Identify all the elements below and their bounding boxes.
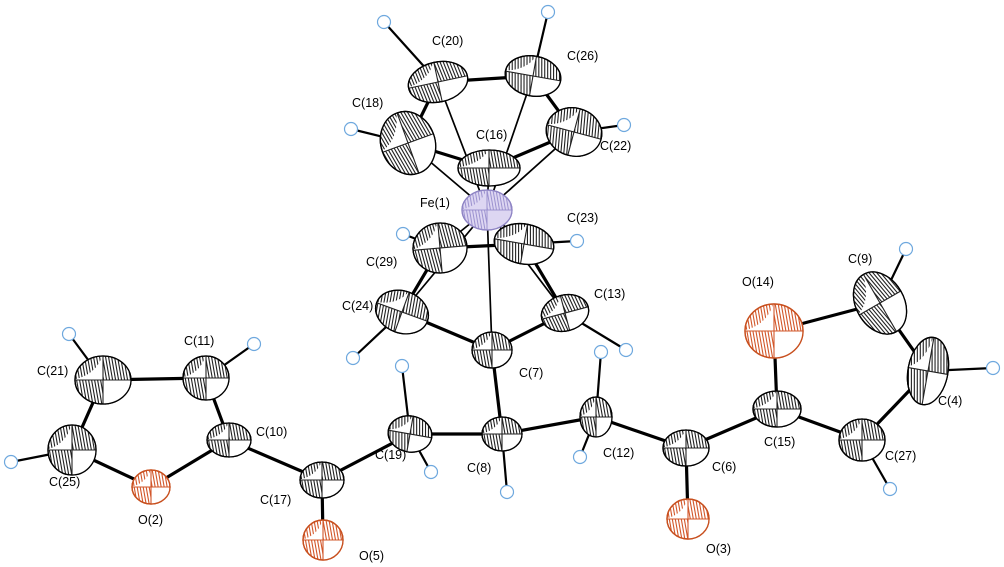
- hydrogen-atom-c29: [395, 226, 411, 242]
- atom-label-c9: C(9): [848, 252, 872, 266]
- atom-c12: [579, 396, 613, 438]
- atom-c17: [299, 461, 345, 499]
- atom-c10: [206, 422, 252, 458]
- hydrogen-atom-c25: [3, 454, 19, 470]
- hydrogen-atom-c20: [376, 14, 392, 30]
- atom-c24: [369, 283, 435, 341]
- atom-c22: [540, 101, 608, 163]
- atom-label-c21: C(21): [37, 364, 68, 378]
- atom-label-o2: O(2): [138, 513, 163, 527]
- atom-layer: [47, 51, 954, 561]
- atom-o3: [666, 498, 710, 540]
- atom-c25: [47, 424, 97, 476]
- atom-c8: [481, 416, 523, 452]
- atom-c21: [74, 355, 132, 405]
- atom-label-c10: C(10): [256, 425, 287, 439]
- label-layer: Fe(1) C(20) C(26) C(18) C(16) C(22) C(23) C(29)…: [37, 34, 962, 563]
- atom-label-c16: C(16): [476, 128, 507, 142]
- atom-label-c19: C(19): [375, 448, 406, 462]
- atom-label-fe1: Fe(1): [420, 196, 450, 210]
- atom-c4: [902, 334, 954, 408]
- atom-label-c11: C(11): [184, 334, 214, 348]
- atom-label-c12: C(12): [603, 446, 634, 460]
- hydrogen-atom-c12a: [593, 344, 609, 360]
- atom-label-o3: O(3): [706, 542, 731, 556]
- atom-label-c22: C(22): [600, 139, 631, 153]
- hydrogen-atom-c21: [61, 326, 77, 342]
- hydrogen-atom-c26: [540, 4, 556, 20]
- atom-label-c8: C(8): [467, 461, 491, 475]
- atom-label-c23: C(23): [567, 211, 598, 225]
- atom-label-c18: C(18): [352, 96, 383, 110]
- atom-label-c24: C(24): [342, 299, 373, 313]
- atom-c26: [501, 51, 565, 101]
- hydrogen-atom-c18: [343, 121, 359, 137]
- hydrogen-atom-c24: [345, 350, 361, 366]
- atom-c20: [404, 56, 472, 108]
- fe-c20-bond: [437, 81, 488, 211]
- atom-label-c7: C(7): [519, 366, 543, 380]
- hydrogen-atom-c13: [618, 342, 634, 358]
- atom-label-c27: C(27): [885, 449, 916, 463]
- hydrogen-atom-c11: [246, 336, 262, 352]
- hydrogen-atom-c12b: [572, 449, 588, 465]
- atom-c27: [838, 418, 886, 462]
- atom-c15: [752, 390, 802, 428]
- atom-c6: [662, 429, 710, 467]
- hydrogen-atom-c8: [499, 484, 515, 500]
- hydrogen-atom-c27: [882, 481, 898, 497]
- atom-label-c25: C(25): [49, 475, 80, 489]
- atom-o14: [744, 303, 804, 359]
- atom-label-c15: C(15): [764, 435, 795, 449]
- atom-o5: [302, 519, 344, 561]
- hydrogen-atom-c4: [985, 360, 1001, 376]
- atom-label-c13: C(13): [594, 287, 625, 301]
- atom-label-c4: C(4): [938, 394, 962, 408]
- hydrogen-atom-c9: [898, 241, 914, 257]
- bond-layer: [70, 74, 930, 542]
- atom-c16: [457, 149, 521, 187]
- atom-label-o14: O(14): [742, 275, 774, 289]
- fe-c7-bond: [486, 209, 493, 351]
- atom-c29: [410, 220, 470, 276]
- hydrogen-atom-c19b: [423, 464, 439, 480]
- atom-label-c26: C(26): [567, 49, 598, 63]
- hydrogen-atom-c23: [569, 233, 585, 249]
- hydrogen-atom-c22: [616, 117, 632, 133]
- atom-c7: [471, 331, 513, 369]
- atom-label-c29: C(29): [366, 255, 397, 269]
- atom-label-c20: C(20): [432, 34, 463, 48]
- atom-label-c17: C(17): [260, 493, 291, 507]
- hydrogen-atom-c19a: [394, 358, 410, 374]
- atom-o2: [131, 469, 171, 505]
- atom-label-o5: O(5): [359, 549, 384, 563]
- fe-c26-bond: [486, 75, 534, 211]
- atom-c11: [182, 355, 230, 401]
- atom-label-c6: C(6): [712, 460, 736, 474]
